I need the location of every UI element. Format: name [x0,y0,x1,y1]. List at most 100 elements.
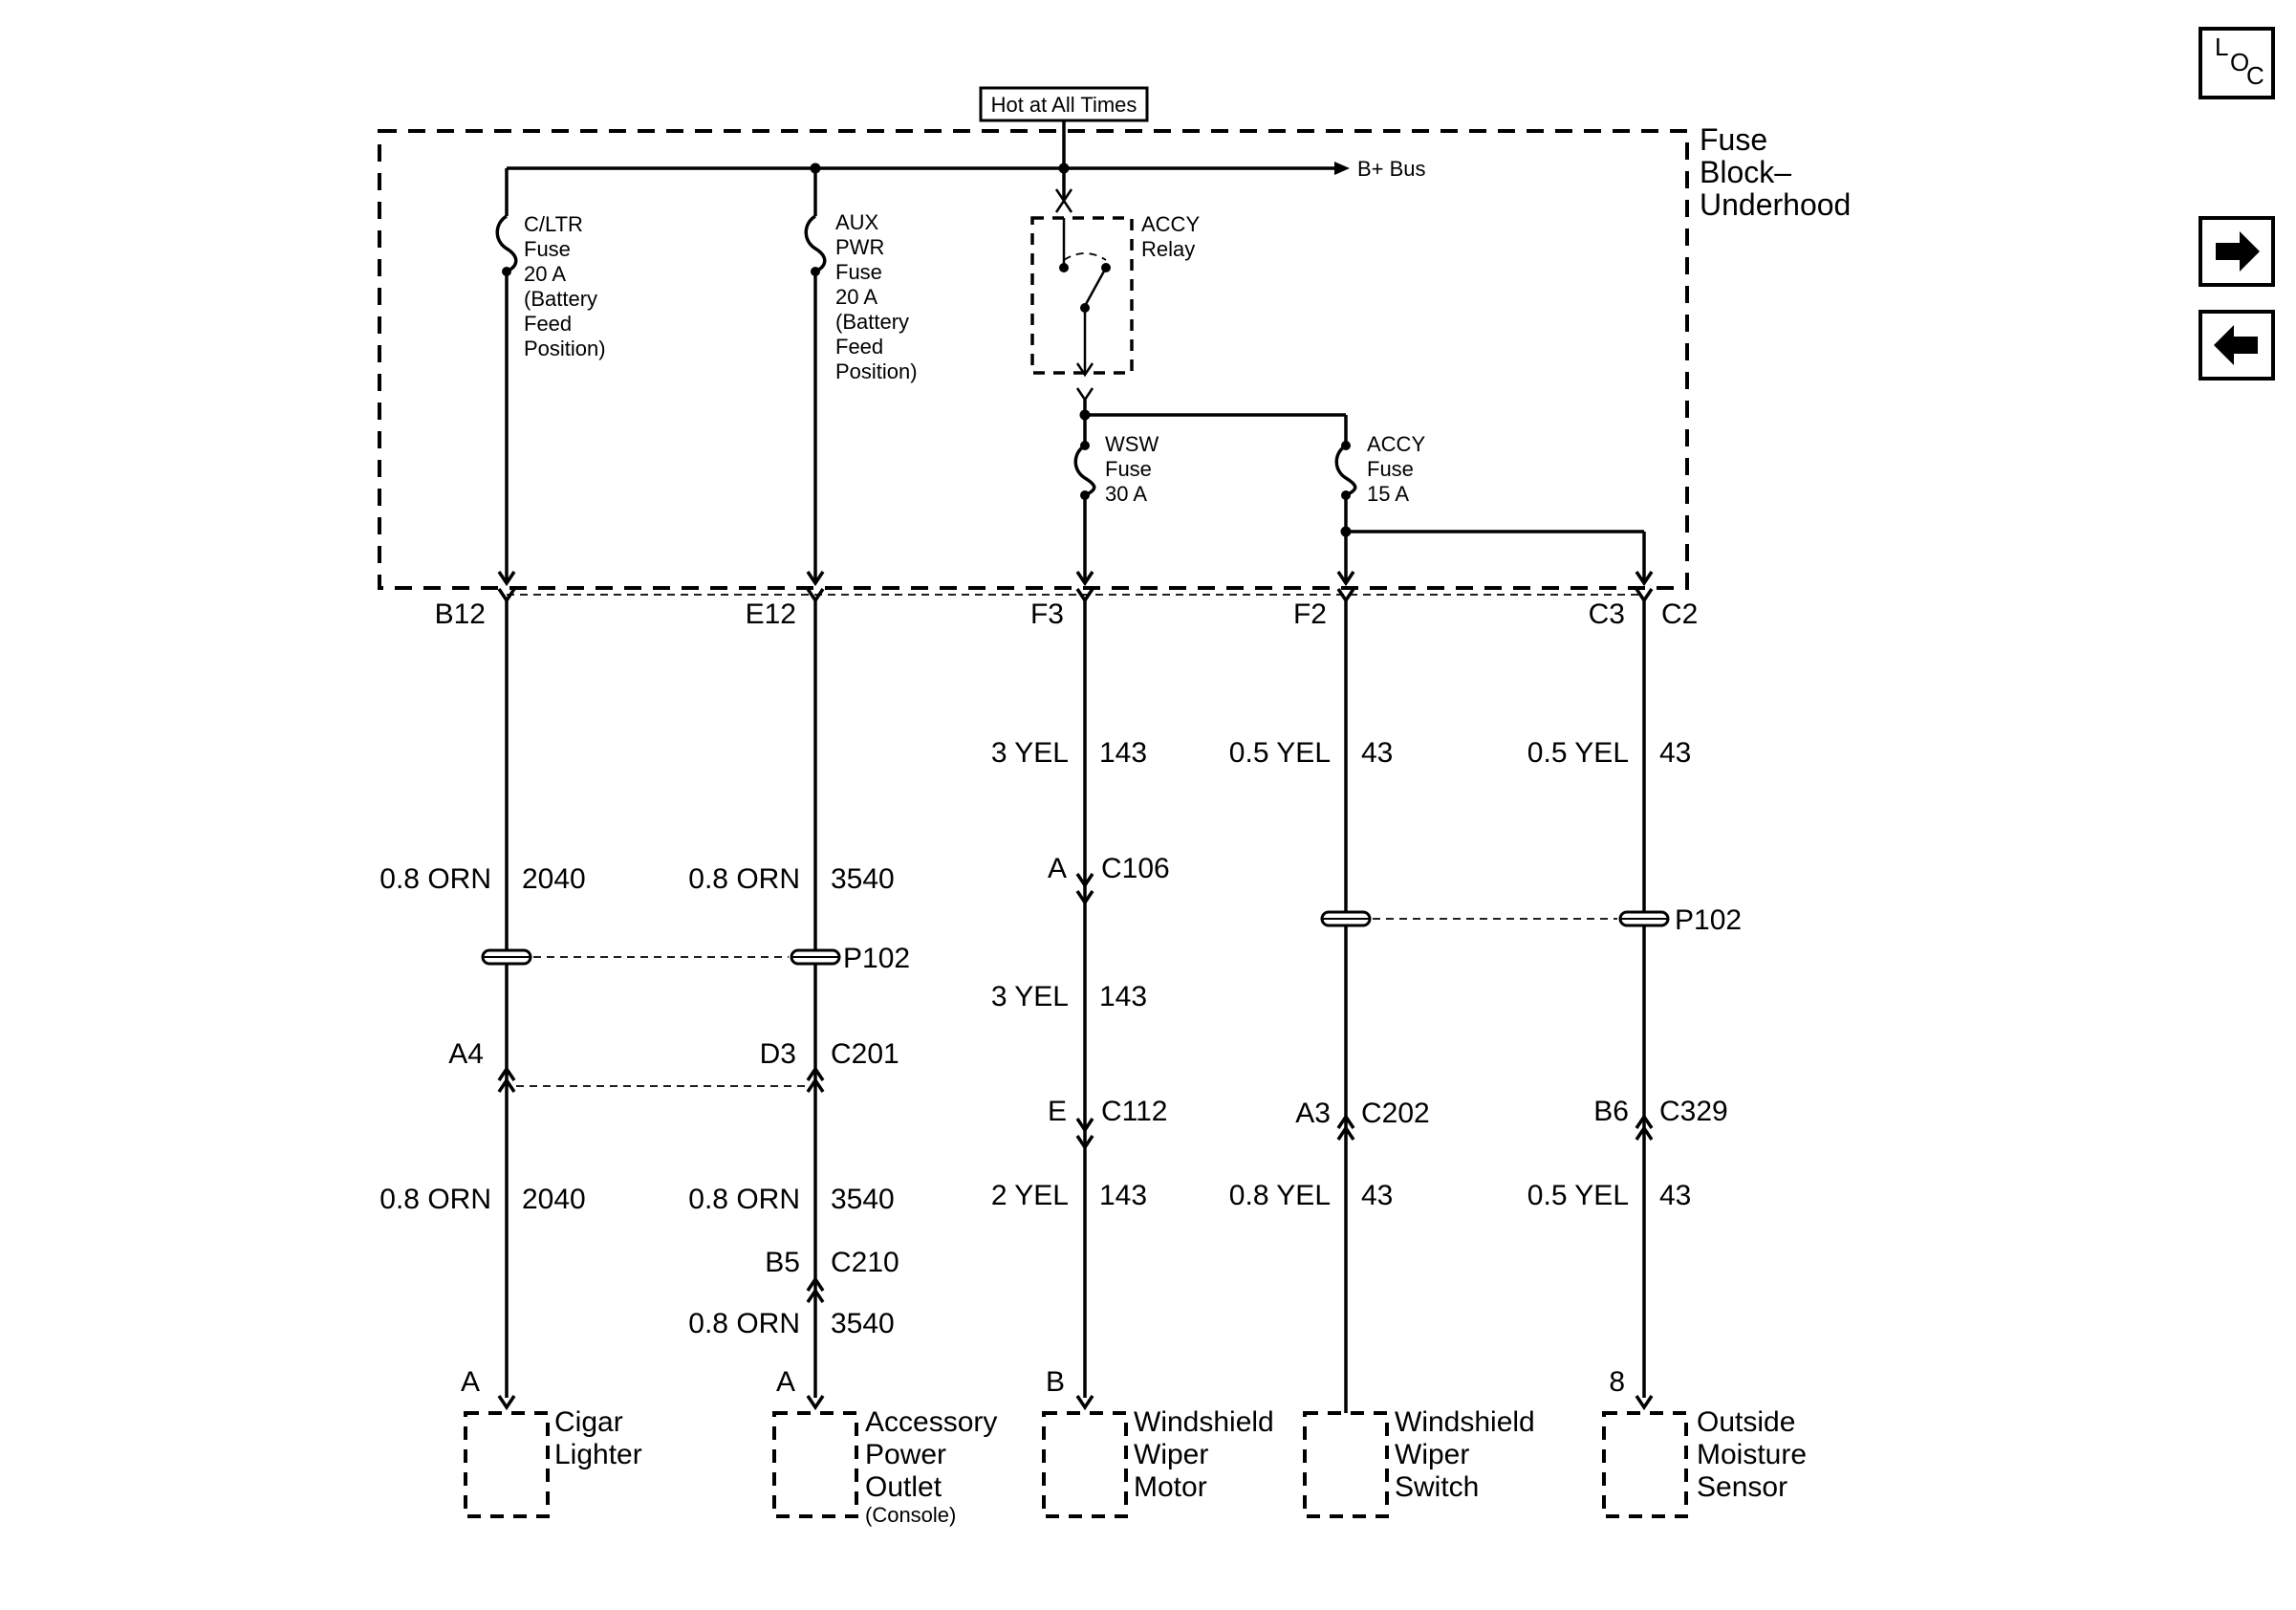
component-windshield-wiper-motor: B Windshield Wiper Motor [1042,1366,1274,1518]
previous-page-button[interactable] [2199,310,2275,381]
c201-pin-a4: A4 [448,1038,484,1070]
c201-pin-d3: D3 [760,1038,796,1070]
connector-c329: B6 C329 [1593,1096,1728,1141]
c210-pin: B5 [765,1247,800,1278]
next-page-button[interactable] [2199,216,2275,287]
component-outside-moisture-sensor: 8 Outside Moisture Sensor [1602,1366,1807,1518]
wire-labels-lower: 0.8 ORN 2040 0.8 ORN 3540 2 YEL 143 0.8 … [379,1180,1691,1215]
component-accessory-power-outlet: A Accessory Power Outlet (Console) [772,1366,997,1527]
c106-pin: A [1048,853,1067,884]
wiper-motor-label-1: Windshield [1134,1406,1274,1438]
wiper-motor-label-2: Wiper [1134,1439,1208,1470]
wire-43-f2-upper-size: 0.5 YEL [1229,737,1331,769]
wire-2040-lower-size: 0.8 ORN [379,1184,491,1215]
loc-letter-c: C [2246,61,2264,90]
hot-at-all-times-text: Hot at All Times [991,93,1137,117]
main-wires [505,600,1646,1413]
accy-fuse-line-2: Fuse [1367,457,1414,481]
left-arrow-icon [2214,325,2258,365]
wsw-fuse-line-3: 30 A [1105,482,1147,506]
moisture-sensor-pin: 8 [1609,1366,1625,1398]
aux-fuse-line-3: Fuse [835,260,882,284]
loc-button[interactable]: L O C [2199,27,2275,99]
aux-pwr-fuse-branch: AUX PWR Fuse 20 A (Battery Feed Position… [804,168,918,587]
relay-label-1: ACCY [1141,212,1200,236]
cltr-fuse-line-1: C/LTR [524,212,583,236]
terminal-e12: E12 [746,598,796,630]
connector-c112: E C112 [1048,1096,1168,1151]
wiper-motor-label-3: Motor [1134,1471,1207,1503]
c210-name: C210 [831,1247,899,1278]
cltr-fuse-line-4: (Battery [524,287,597,311]
loc-letter-o: O [2230,48,2249,76]
outlet-label-2: Power [865,1439,946,1470]
wire-3540-lower-size: 0.8 ORN [688,1308,800,1339]
relay-label-2: Relay [1141,237,1195,261]
p102-left-label: P102 [843,943,910,974]
terminal-c2: C2 [1661,598,1698,630]
wire-43-f2-lower-circuit: 43 [1361,1180,1393,1211]
connector-c201: A4 D3 C201 [448,1038,899,1093]
hot-at-all-times-label: Hot at All Times [979,86,1149,122]
wire-2040-upper-size: 0.8 ORN [379,863,491,895]
wire-143-lower-size: 2 YEL [991,1180,1069,1211]
fuse-block-terminals: B12 E12 F3 F2 C3 C2 [435,588,1698,630]
component-cigar-lighter: A Cigar Lighter [461,1366,642,1518]
c202-name: C202 [1361,1098,1430,1129]
accy-fuse-line-1: ACCY [1367,432,1425,456]
loc-letter-l: L [2215,33,2228,61]
accy-relay: ACCY Relay [1030,168,1200,378]
wiper-motor-pin: B [1046,1366,1065,1398]
connector-c202: A3 C202 [1295,1098,1430,1141]
wire-43-c3-lower-size: 0.5 YEL [1527,1180,1629,1211]
b-plus-bus-label: B+ Bus [1357,157,1426,181]
fuse-block-title-1: Fuse [1700,122,1767,157]
pass-through-p102-right: P102 [1320,904,1742,936]
outlet-label-1: Accessory [865,1406,997,1438]
outlet-pin: A [776,1366,795,1398]
wire-3540-lower-circuit: 3540 [831,1308,895,1339]
fuse-block-title-3: Underhood [1700,187,1851,222]
wire-3540-upper-circuit: 3540 [831,863,895,895]
connector-c106: A C106 [1048,853,1170,906]
terminal-f3: F3 [1030,598,1064,630]
wsw-fuse-branch: WSW Fuse 30 A [1073,415,1159,587]
aux-fuse-line-1: AUX [835,210,879,234]
wire-3540-mid-circuit: 3540 [831,1184,895,1215]
cigar-lighter-label-2: Lighter [554,1439,642,1470]
fuse-block-outline [378,129,1689,590]
aux-fuse-line-4: 20 A [835,285,877,309]
b-plus-bus: B+ Bus [507,120,1426,181]
wiper-switch-label-1: Windshield [1395,1406,1535,1438]
wire-3540-mid-size: 0.8 ORN [688,1184,800,1215]
c329-name: C329 [1659,1096,1728,1127]
wire-43-c3-lower-circuit: 43 [1659,1180,1691,1211]
moisture-sensor-label-1: Outside [1697,1406,1795,1438]
wire-43-c3-upper-size: 0.5 YEL [1527,737,1629,769]
component-windshield-wiper-switch: Windshield Wiper Switch [1303,1406,1535,1518]
wire-2040-upper-circuit: 2040 [522,863,586,895]
c112-pin: E [1048,1096,1067,1127]
wire-43-f2-lower-size: 0.8 YEL [1229,1180,1331,1211]
cltr-fuse-line-3: 20 A [524,262,566,286]
terminal-f2: F2 [1293,598,1327,630]
c201-name: C201 [831,1038,899,1070]
c202-pin: A3 [1295,1098,1331,1129]
cltr-fuse-line-6: Position) [524,337,606,360]
outlet-note: (Console) [865,1503,956,1527]
cltr-fuse-line-5: Feed [524,312,572,336]
terminal-c3: C3 [1589,598,1625,630]
aux-fuse-line-5: (Battery [835,310,909,334]
aux-fuse-line-2: PWR [835,235,884,259]
connector-c210: B5 C210 [765,1247,899,1303]
accy-fuse-line-3: 15 A [1367,482,1409,506]
component-terminal-arrows [497,1395,1654,1411]
wire-143-upper-circuit: 143 [1099,737,1147,769]
cltr-fuse-line-2: Fuse [524,237,571,261]
right-arrow-icon [2216,231,2260,272]
wsw-fuse-line-1: WSW [1105,432,1159,456]
aux-fuse-line-6: Feed [835,335,883,359]
cigar-lighter-pin: A [461,1366,480,1398]
moisture-sensor-label-2: Moisture [1697,1439,1807,1470]
fuse-block-title-2: Block– [1700,155,1791,189]
